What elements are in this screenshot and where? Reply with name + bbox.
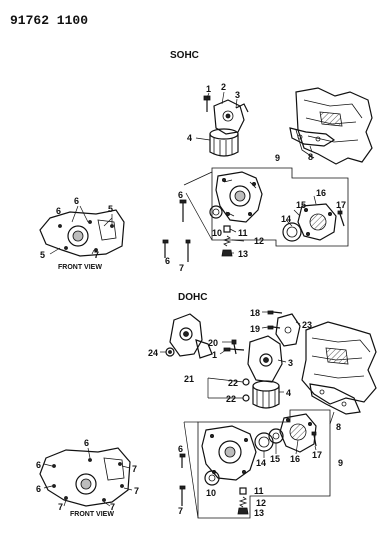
dohc-bracket-23 xyxy=(275,313,301,347)
sohc-bolt-6 xyxy=(179,199,187,222)
dohc-screw-17 xyxy=(311,431,317,447)
dohc-relief-valve xyxy=(237,487,249,515)
sohc-fv-callout-5: 5 xyxy=(108,204,113,214)
dohc-callout-22: 22 xyxy=(228,378,238,388)
dohc-leader-lines xyxy=(160,311,335,519)
sohc-fv-callout-6b: 6 xyxy=(56,206,61,216)
sohc-front-view-label: FRONT VIEW xyxy=(58,264,102,271)
sohc-callout-12: 12 xyxy=(254,236,264,246)
sohc-callout-2: 2 xyxy=(221,82,226,92)
dohc-callout-21: 21 xyxy=(184,374,194,384)
dohc-callout-11: 11 xyxy=(254,486,264,496)
dohc-bolt-20 xyxy=(231,339,237,355)
dohc-callout-18: 18 xyxy=(250,308,260,318)
sohc-callout-17: 17 xyxy=(336,200,346,210)
sohc-part-8 xyxy=(289,127,336,147)
dohc-front-view-label: FRONT VIEW xyxy=(70,511,114,518)
catalog-number: 91762 1100 xyxy=(10,13,88,28)
sohc-bolt-1 xyxy=(203,95,211,112)
sohc-callout-6b: 6 xyxy=(165,256,170,266)
sohc-bolt-7 xyxy=(185,239,191,262)
dohc-callout-4: 4 xyxy=(286,388,291,398)
dohc-callout-3: 3 xyxy=(288,358,293,368)
dohc-callout-17: 17 xyxy=(312,450,322,460)
dohc-part-24 xyxy=(165,347,175,357)
dohc-fv-callout-7c: 7 xyxy=(58,502,63,512)
sohc-relief-valve xyxy=(221,225,233,257)
sohc-fv-callout-6: 6 xyxy=(74,196,79,206)
dohc-bolt-19 xyxy=(267,325,281,330)
dohc-callout-20: 20 xyxy=(208,338,218,348)
dohc-fv-callout-7: 7 xyxy=(132,464,137,474)
sohc-fv-callout-5b: 5 xyxy=(40,250,45,260)
sohc-callout-4: 4 xyxy=(187,133,192,143)
dohc-fv-callout-7d: 7 xyxy=(110,502,115,512)
dohc-part-8 xyxy=(309,383,361,415)
dohc-rotor-14 xyxy=(254,432,274,452)
dohc-part-9-box xyxy=(197,409,331,519)
dohc-seal-10 xyxy=(204,470,220,486)
sohc-title: SOHC xyxy=(170,50,199,61)
dohc-screw-18 xyxy=(267,310,283,315)
sohc-part-9-box xyxy=(211,167,349,247)
sohc-cover-16 xyxy=(297,203,337,241)
dohc-bolt-6 xyxy=(179,453,186,468)
sohc-callout-10: 10 xyxy=(212,228,222,238)
dohc-callout-16: 16 xyxy=(290,454,300,464)
dohc-fv-callout-6b: 6 xyxy=(36,484,41,494)
dohc-front-view xyxy=(39,447,133,507)
dohc-callout-23: 23 xyxy=(302,320,312,330)
sohc-callout-3: 3 xyxy=(235,90,240,100)
sohc-oil-filter-4 xyxy=(209,128,239,157)
dohc-cover-16 xyxy=(279,413,317,453)
sohc-fv-callout-7: 7 xyxy=(94,250,99,260)
dohc-oil-pump-body xyxy=(201,425,257,481)
sohc-callout-9: 9 xyxy=(275,153,280,163)
dohc-callout-12: 12 xyxy=(256,498,266,508)
sohc-rotor-14 xyxy=(282,222,302,242)
sohc-callout-8: 8 xyxy=(308,152,313,162)
sohc-front-view xyxy=(39,205,125,257)
dohc-fv-callout-6c: 6 xyxy=(84,438,89,448)
sohc-callout-1: 1 xyxy=(206,84,211,94)
dohc-part-21-22 xyxy=(207,377,250,402)
sohc-seal-10 xyxy=(209,205,223,219)
dohc-callout-7: 7 xyxy=(178,506,183,516)
sohc-callout-16: 16 xyxy=(316,188,326,198)
sohc-callout-13: 13 xyxy=(238,249,248,259)
sohc-bolt-6b xyxy=(162,239,169,258)
dohc-sensor-bracket xyxy=(169,313,213,359)
dohc-callout-8: 8 xyxy=(336,422,341,432)
sohc-callout-14: 14 xyxy=(281,214,291,224)
dohc-callout-22b: 22 xyxy=(226,394,236,404)
sohc-leader-lines xyxy=(183,91,342,254)
dohc-bolt-1 xyxy=(223,347,245,352)
dohc-callout-9: 9 xyxy=(338,458,343,468)
dohc-callout-24: 24 xyxy=(148,348,158,358)
dohc-callout-15: 15 xyxy=(270,454,280,464)
dohc-fv-callout-7b: 7 xyxy=(134,486,139,496)
dohc-title: DOHC xyxy=(178,292,207,303)
sohc-callout-11: 11 xyxy=(238,228,248,238)
sohc-callout-6: 6 xyxy=(178,190,183,200)
dohc-oil-filter-4 xyxy=(252,380,280,409)
sohc-callout-15: 15 xyxy=(296,200,306,210)
sohc-engine-block xyxy=(295,87,373,165)
dohc-fv-callout-6: 6 xyxy=(36,460,41,470)
dohc-callout-13: 13 xyxy=(254,508,264,518)
dohc-callout-1: 1 xyxy=(212,350,217,360)
dohc-callout-10: 10 xyxy=(206,488,216,498)
sohc-screw-17 xyxy=(337,210,345,227)
dohc-callout-14: 14 xyxy=(256,458,266,468)
sohc-callout-7: 7 xyxy=(179,263,184,273)
dohc-filter-bracket-3 xyxy=(247,335,283,383)
dohc-bolt-7 xyxy=(179,485,186,506)
dohc-callout-6: 6 xyxy=(178,444,183,454)
sohc-oil-pump-body xyxy=(215,171,263,223)
dohc-callout-19: 19 xyxy=(250,324,260,334)
dohc-engine-block xyxy=(301,321,377,405)
